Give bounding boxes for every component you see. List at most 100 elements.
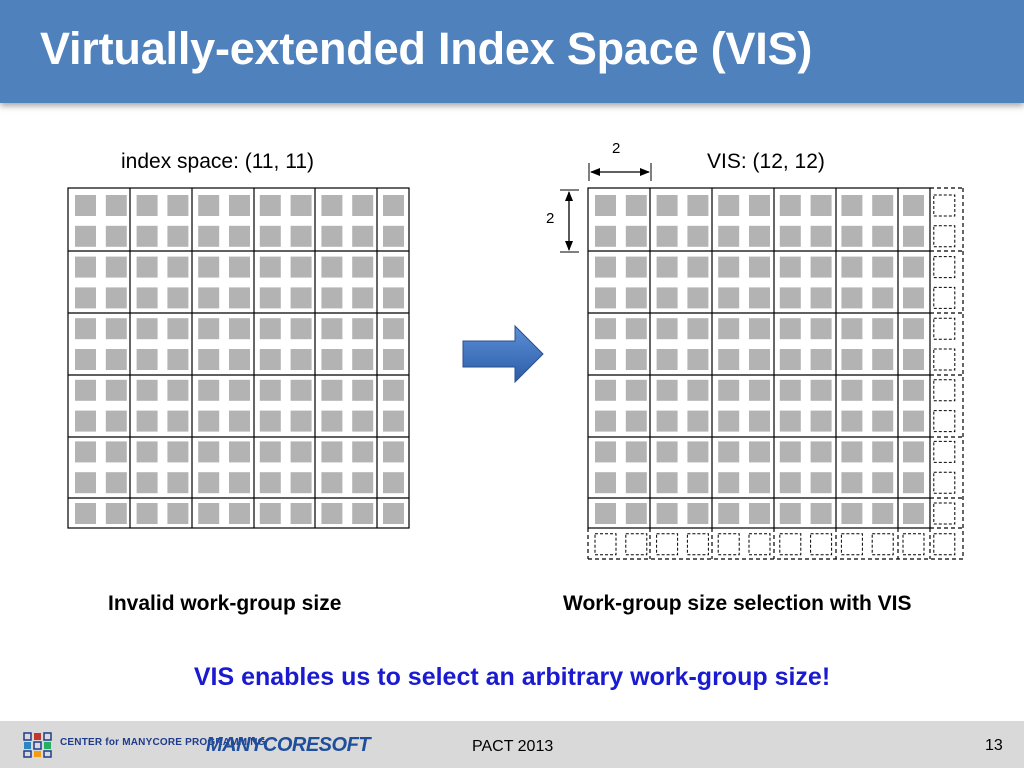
left-caption: Invalid work-group size — [108, 592, 342, 615]
index-cell — [352, 503, 374, 524]
index-cell — [383, 349, 404, 370]
index-cell — [290, 349, 312, 370]
vis-cell — [903, 503, 924, 524]
index-cell — [259, 441, 281, 463]
virtual-cell — [625, 533, 648, 556]
vis-cell — [687, 287, 709, 309]
index-cell — [321, 503, 343, 524]
virtual-cell — [748, 533, 771, 556]
index-cell — [383, 472, 404, 494]
vis-cell — [872, 410, 894, 432]
vis-cell — [749, 472, 770, 494]
vis-cell — [810, 225, 832, 247]
vis-cell — [595, 318, 616, 340]
index-space-border — [67, 187, 410, 529]
index-cell — [75, 349, 96, 370]
center-logo: CENTER for MANYCORE PROGRAMMING — [22, 731, 265, 759]
vis-cell — [872, 349, 894, 370]
vis-cell — [872, 472, 894, 494]
index-cell — [290, 379, 312, 401]
vis-cell — [687, 195, 709, 216]
vis-cell — [841, 318, 863, 340]
index-cell — [290, 410, 312, 432]
dimension-width-arrow — [588, 163, 652, 181]
conference-label: PACT 2013 — [472, 738, 554, 755]
index-cell — [259, 256, 281, 278]
index-cell — [167, 349, 189, 370]
index-cell — [229, 225, 250, 247]
index-cell — [259, 318, 281, 340]
index-cell — [259, 472, 281, 494]
vis-cell — [687, 472, 709, 494]
index-cell — [352, 287, 374, 309]
vis-cell — [625, 410, 647, 432]
index-cell — [198, 256, 220, 278]
vis-cell — [841, 379, 863, 401]
vis-cell — [779, 287, 801, 309]
index-cell — [75, 318, 96, 340]
vis-cell — [749, 195, 770, 216]
index-cell — [321, 349, 343, 370]
vis-cell — [595, 472, 616, 494]
index-cell — [259, 287, 281, 309]
index-cell — [352, 472, 374, 494]
index-cell — [321, 379, 343, 401]
index-cell — [167, 410, 189, 432]
index-cell — [321, 410, 343, 432]
index-cell — [105, 503, 127, 524]
vis-cell — [595, 503, 616, 524]
vis-cell — [872, 287, 894, 309]
vis-cell — [625, 349, 647, 370]
index-cell — [105, 318, 127, 340]
vis-cell — [749, 503, 770, 524]
vis-real-border — [587, 187, 931, 529]
index-cell — [75, 195, 96, 216]
virtual-cell — [779, 533, 802, 556]
index-cell — [290, 472, 312, 494]
virtual-cell — [871, 533, 894, 556]
vis-cell — [872, 379, 894, 401]
index-cell — [229, 472, 250, 494]
vis-cell — [749, 318, 770, 340]
index-cell — [290, 287, 312, 309]
vis-cell — [903, 256, 924, 278]
vis-cell — [718, 256, 740, 278]
vis-cell — [749, 256, 770, 278]
vis-cell — [687, 225, 709, 247]
vis-cell — [718, 410, 740, 432]
index-cell — [198, 287, 220, 309]
vis-cell — [656, 318, 678, 340]
index-cell — [321, 225, 343, 247]
vis-cell — [903, 410, 924, 432]
vis-cell — [779, 195, 801, 216]
vis-cell — [656, 472, 678, 494]
index-cell — [198, 503, 220, 524]
index-cell — [105, 472, 127, 494]
index-cell — [167, 256, 189, 278]
vis-cell — [903, 287, 924, 309]
vis-cell — [779, 379, 801, 401]
vis-cell — [718, 318, 740, 340]
index-cell — [167, 441, 189, 463]
vis-cell — [841, 472, 863, 494]
manycoresoft-logo: MANYCORESOFT — [206, 734, 371, 756]
index-cell — [136, 441, 158, 463]
index-cell — [105, 287, 127, 309]
index-cell — [198, 318, 220, 340]
vis-cell — [656, 287, 678, 309]
vis-cell — [625, 225, 647, 247]
vis-cell — [595, 287, 616, 309]
vis-cell — [841, 195, 863, 216]
index-cell — [229, 410, 250, 432]
index-cell — [352, 225, 374, 247]
vis-cell — [872, 441, 894, 463]
vis-cell — [687, 379, 709, 401]
vis-cell — [779, 349, 801, 370]
index-cell — [229, 256, 250, 278]
index-cell — [167, 318, 189, 340]
vis-grid — [560, 163, 964, 560]
index-cell — [290, 225, 312, 247]
footer-bar — [0, 721, 1024, 768]
index-space-label: index space: (11, 11) — [121, 150, 314, 173]
vis-cell — [718, 441, 740, 463]
